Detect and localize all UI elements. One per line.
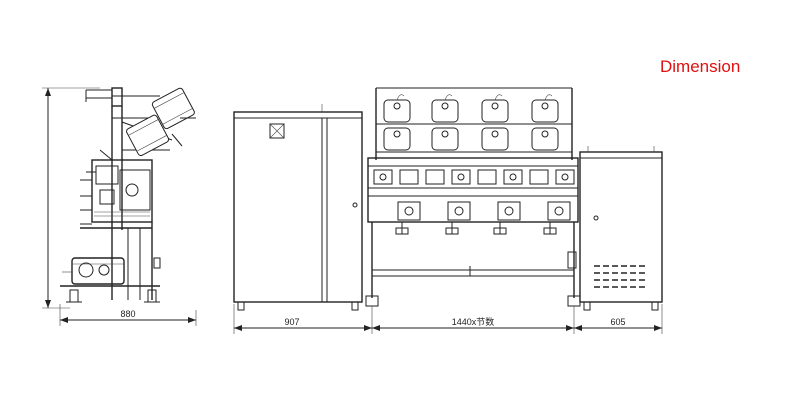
vent-grille [594,265,646,288]
side-view [42,87,197,326]
side-depth-label: 880 [120,309,135,319]
spindle-section-label: 1440x节数 [452,316,495,327]
spindle-units [373,169,575,235]
end-cabinet-width-label: 605 [610,317,625,327]
diagram-title: Dimension [660,57,741,76]
bobbin-row-top [383,94,559,123]
bobbin-row-bottom [383,127,559,151]
front-view [233,87,663,334]
cabinet-width-label: 907 [284,317,299,327]
